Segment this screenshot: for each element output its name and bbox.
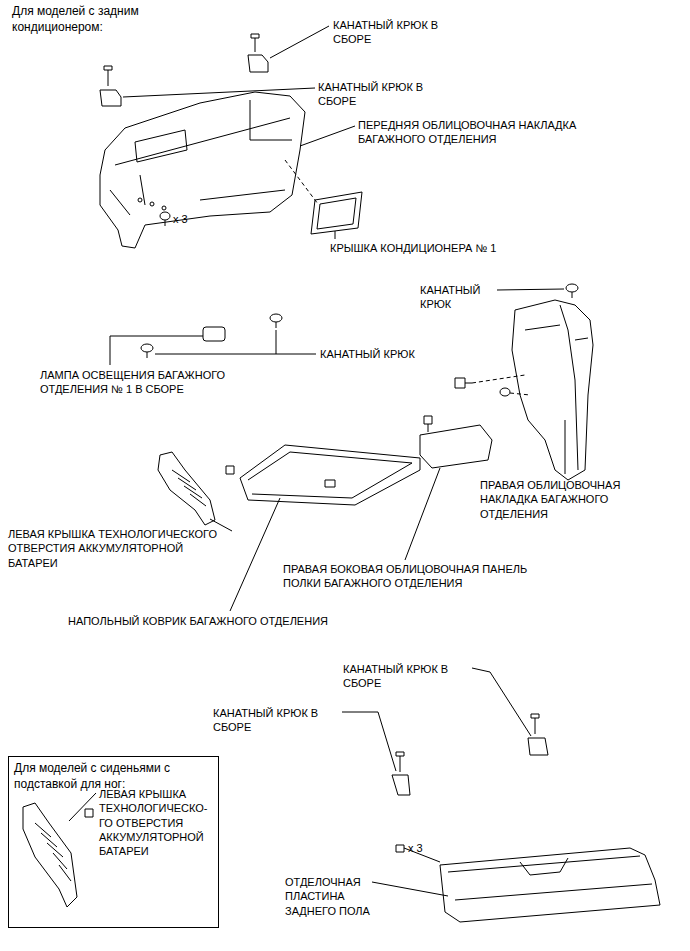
screw: [424, 416, 432, 432]
rope-hook: [100, 90, 121, 106]
part-label: НАПОЛЬНЫЙ КОВРИК БАГАЖНОГО ОТДЕЛЕНИЯ: [68, 614, 328, 628]
part-label: ПРАВАЯ ОБЛИЦОВОЧНАЯ НАКЛАДКА БАГАЖНОГО О…: [480, 478, 624, 521]
part-label: ЛАМПА ОСВЕЩЕНИЯ БАГАЖНОГО ОТДЕЛЕНИЯ № 1 …: [40, 368, 229, 397]
panel-hole: [138, 198, 142, 202]
battery-hole-cover: [158, 452, 215, 525]
bolt: [396, 752, 404, 772]
part-label: ЛЕВАЯ КРЫШКА ТЕХНОЛОГИЧЕСКО- ГО ОТВЕРСТИ…: [99, 787, 211, 858]
part-label: КАНАТНЫЙ КРЮК: [320, 347, 415, 361]
part-label: КАНАТНЫЙ КРЮК В СБОРЕ: [333, 18, 442, 47]
bolt: [104, 66, 112, 86]
dashed-guide: [285, 160, 318, 204]
mat-handle: [325, 480, 335, 487]
part-label: КРЫШКА КОНДИЦИОНЕРА № 1: [330, 241, 496, 255]
floor-mat: [240, 445, 420, 505]
clip: [566, 284, 578, 298]
screw: [455, 378, 472, 388]
part-label: КАНАТНЫЙ КРЮК В СБОРЕ: [213, 706, 322, 735]
rope-hook: [248, 55, 268, 72]
shelf-side-panel: [420, 425, 492, 468]
floor-finish-plate: [440, 848, 660, 922]
leader-line: [497, 289, 564, 290]
leader-line: [123, 26, 355, 239]
leader-line: [69, 793, 96, 821]
front-trim-panel: [100, 92, 305, 248]
luggage-lamp: [203, 327, 225, 341]
quantity-label: x 3: [173, 212, 188, 226]
panel-hole: [162, 206, 166, 210]
rope-hook: [528, 738, 548, 755]
clip: [160, 212, 170, 226]
rope-hook: [392, 775, 410, 795]
panel-hole: [150, 202, 154, 206]
panel-detail: [110, 100, 292, 215]
quantity-label: x 3: [408, 841, 423, 855]
clip: [141, 344, 153, 358]
panel-detail: [525, 305, 588, 470]
leader-line: [565, 420, 566, 474]
mat-detail: [248, 452, 412, 498]
screw: [85, 809, 93, 817]
ac-cover-inner: [317, 198, 356, 229]
leader-line: [230, 498, 280, 611]
cover-detail: [172, 470, 206, 506]
condition-note: Для моделей с задним кондиционером:: [12, 4, 142, 35]
ac-cover: [311, 192, 362, 234]
right-trim-panel: [512, 300, 593, 480]
leader-line: [110, 330, 316, 365]
bolt: [251, 34, 259, 52]
part-label: КАНАТНЫЙ КРЮК В СБОРЕ: [318, 80, 427, 109]
cover-detail: [35, 823, 71, 881]
screw: [226, 466, 234, 474]
condition-note: Для моделей с сиденьями с подставкой для…: [14, 761, 173, 792]
leader-line: [405, 468, 440, 560]
part-label: ЛЕВАЯ КРЫШКА ТЕХНОЛОГИЧЕСКОГО ОТВЕРСТИЯ …: [8, 527, 220, 570]
part-label: ПРАВАЯ БОКОВАЯ ОБЛИЦОВОЧНАЯ ПАНЕЛЬ ПОЛКИ…: [283, 562, 531, 591]
part-label: КАНАТНЫЙ КРЮК: [420, 283, 484, 312]
inset-box: Для моделей с сиденьями с подставкой для…: [8, 756, 219, 928]
dashed-guide: [472, 375, 530, 395]
part-label: ОТДЕЛОЧНАЯ ПЛАСТИНА ЗАДНЕГО ПОЛА: [285, 875, 373, 918]
plate-detail: [448, 856, 652, 900]
part-label: ПЕРЕДНЯЯ ОБЛИЦОВОЧНАЯ НАКЛАДКА БАГАЖНОГО…: [358, 118, 580, 147]
battery-hole-cover: [23, 803, 77, 907]
part-label: КАНАТНЫЙ КРЮК В СБОРЕ: [343, 662, 452, 691]
bolt: [531, 714, 539, 734]
clip: [500, 388, 510, 396]
clip: [270, 314, 282, 328]
leader-line: [372, 882, 448, 896]
